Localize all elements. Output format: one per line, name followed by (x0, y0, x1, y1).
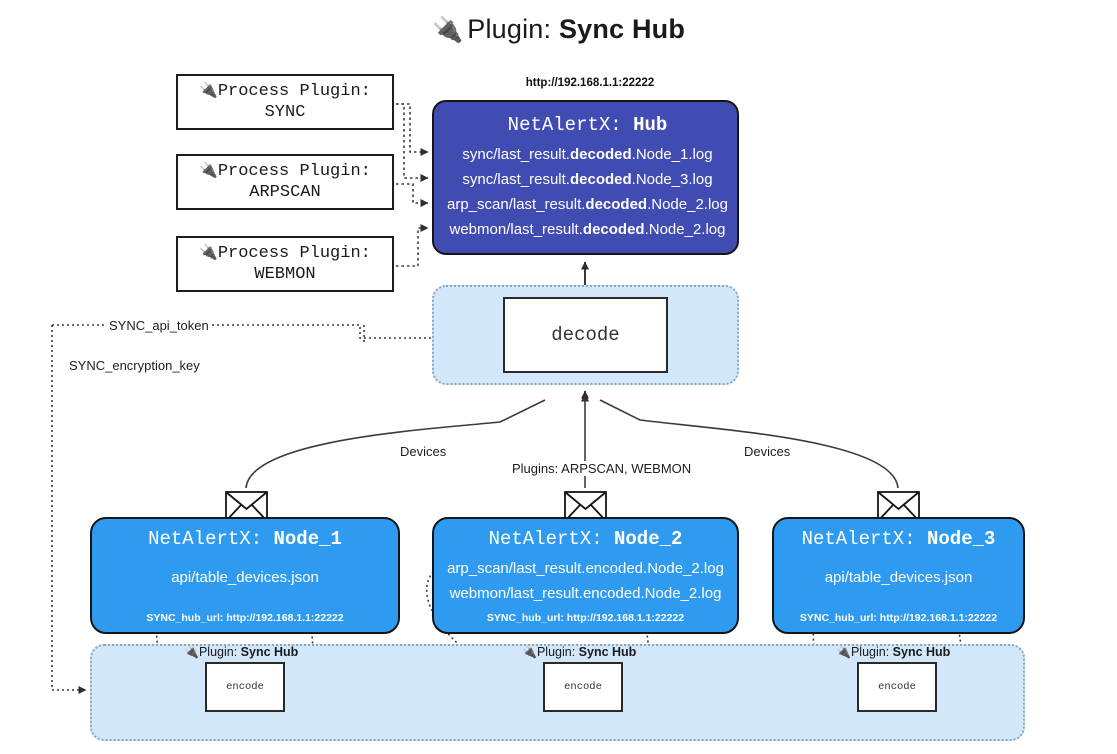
node-2[interactable]: NetAlertX: Node_2 arp_scan/last_result.e… (432, 517, 739, 634)
node-hub-url: SYNC_hub_url: http://192.168.1.1:22222 (799, 612, 998, 624)
edge-label-devices-right: Devices (740, 444, 795, 459)
process-plugin-line2: ARPSCAN (249, 183, 321, 202)
plug-icon: 🔌 (199, 160, 218, 179)
encode-box-1[interactable]: encode (205, 662, 285, 712)
node-data-line: api/table_devices.json (171, 569, 319, 586)
node-hub-url: SYNC_hub_url: http://192.168.1.1:22222 (486, 612, 685, 624)
encode-box-2[interactable]: encode (543, 662, 623, 712)
plug-icon: 🔌 (199, 80, 218, 99)
encode-plugin-label-2: 🔌Plugin: Sync Hub (522, 645, 637, 659)
node-data-line: webmon/last_result.encoded.Node_2.log (449, 585, 722, 602)
hub-log-line-4: webmon/last_result.decoded.Node_2.log (449, 221, 726, 238)
process-plugin-webmon[interactable]: 🔌Process Plugin: WEBMON (176, 236, 394, 292)
process-plugin-line1: 🔌Process Plugin: (199, 80, 371, 101)
plug-icon: 🔌 (184, 645, 199, 659)
plug-icon: 🔌 (522, 645, 537, 659)
sync-encryption-key-label: SYNC_encryption_key (66, 358, 203, 373)
hub-url-label: http://192.168.1.1:22222 (525, 77, 655, 89)
node-data-line: arp_scan/last_result.encoded.Node_2.log (447, 560, 724, 577)
node-title: NetAlertX: Node_1 (148, 528, 342, 550)
decode-box[interactable]: decode (503, 297, 668, 373)
hub-title: NetAlertX: Hub (507, 114, 668, 136)
plug-icon: 🔌 (836, 645, 851, 659)
process-plugin-line2: WEBMON (254, 265, 316, 284)
encode-plugin-label-1: 🔌Plugin: Sync Hub (184, 645, 299, 659)
node-title: NetAlertX: Node_2 (488, 528, 683, 550)
hub-log-line-3: arp_scan/last_result.decoded.Node_2.log (447, 196, 728, 213)
plug-icon: 🔌 (199, 242, 218, 261)
edge-label-plugins: Plugins: ARPSCAN, WEBMON (508, 461, 696, 476)
encode-box-3[interactable]: encode (857, 662, 937, 712)
node-3[interactable]: NetAlertX: Node_3 api/table_devices.json… (772, 517, 1025, 634)
node-data-line: api/table_devices.json (824, 569, 973, 586)
edge-label-devices-left: Devices (396, 444, 451, 459)
page-title: 🔌Plugin: Sync Hub (0, 14, 1117, 45)
plug-icon: 🔌 (431, 16, 464, 44)
process-plugin-line2: SYNC (264, 103, 306, 122)
page-title-name: Sync Hub (558, 14, 686, 44)
encode-plugin-label-3: 🔌Plugin: Sync Hub (836, 645, 951, 659)
page-title-prefix: Plugin: (467, 14, 559, 44)
node-title: NetAlertX: Node_3 (801, 528, 996, 550)
node-hub-url: SYNC_hub_url: http://192.168.1.1:22222 (146, 612, 344, 624)
process-plugin-sync[interactable]: 🔌Process Plugin: SYNC (176, 74, 394, 130)
hub-log-line-2: sync/last_result.decoded.Node_3.log (462, 171, 713, 188)
process-plugin-line1: 🔌Process Plugin: (199, 160, 371, 181)
hub-node[interactable]: NetAlertX: Hub sync/last_result.decoded.… (432, 100, 739, 255)
process-plugin-arpscan[interactable]: 🔌Process Plugin: ARPSCAN (176, 154, 394, 210)
hub-log-line-1: sync/last_result.decoded.Node_1.log (462, 146, 713, 163)
process-plugin-line1: 🔌Process Plugin: (199, 242, 371, 263)
node-1[interactable]: NetAlertX: Node_1 api/table_devices.json… (90, 517, 400, 634)
sync-api-token-label: SYNC_api_token (106, 318, 212, 333)
